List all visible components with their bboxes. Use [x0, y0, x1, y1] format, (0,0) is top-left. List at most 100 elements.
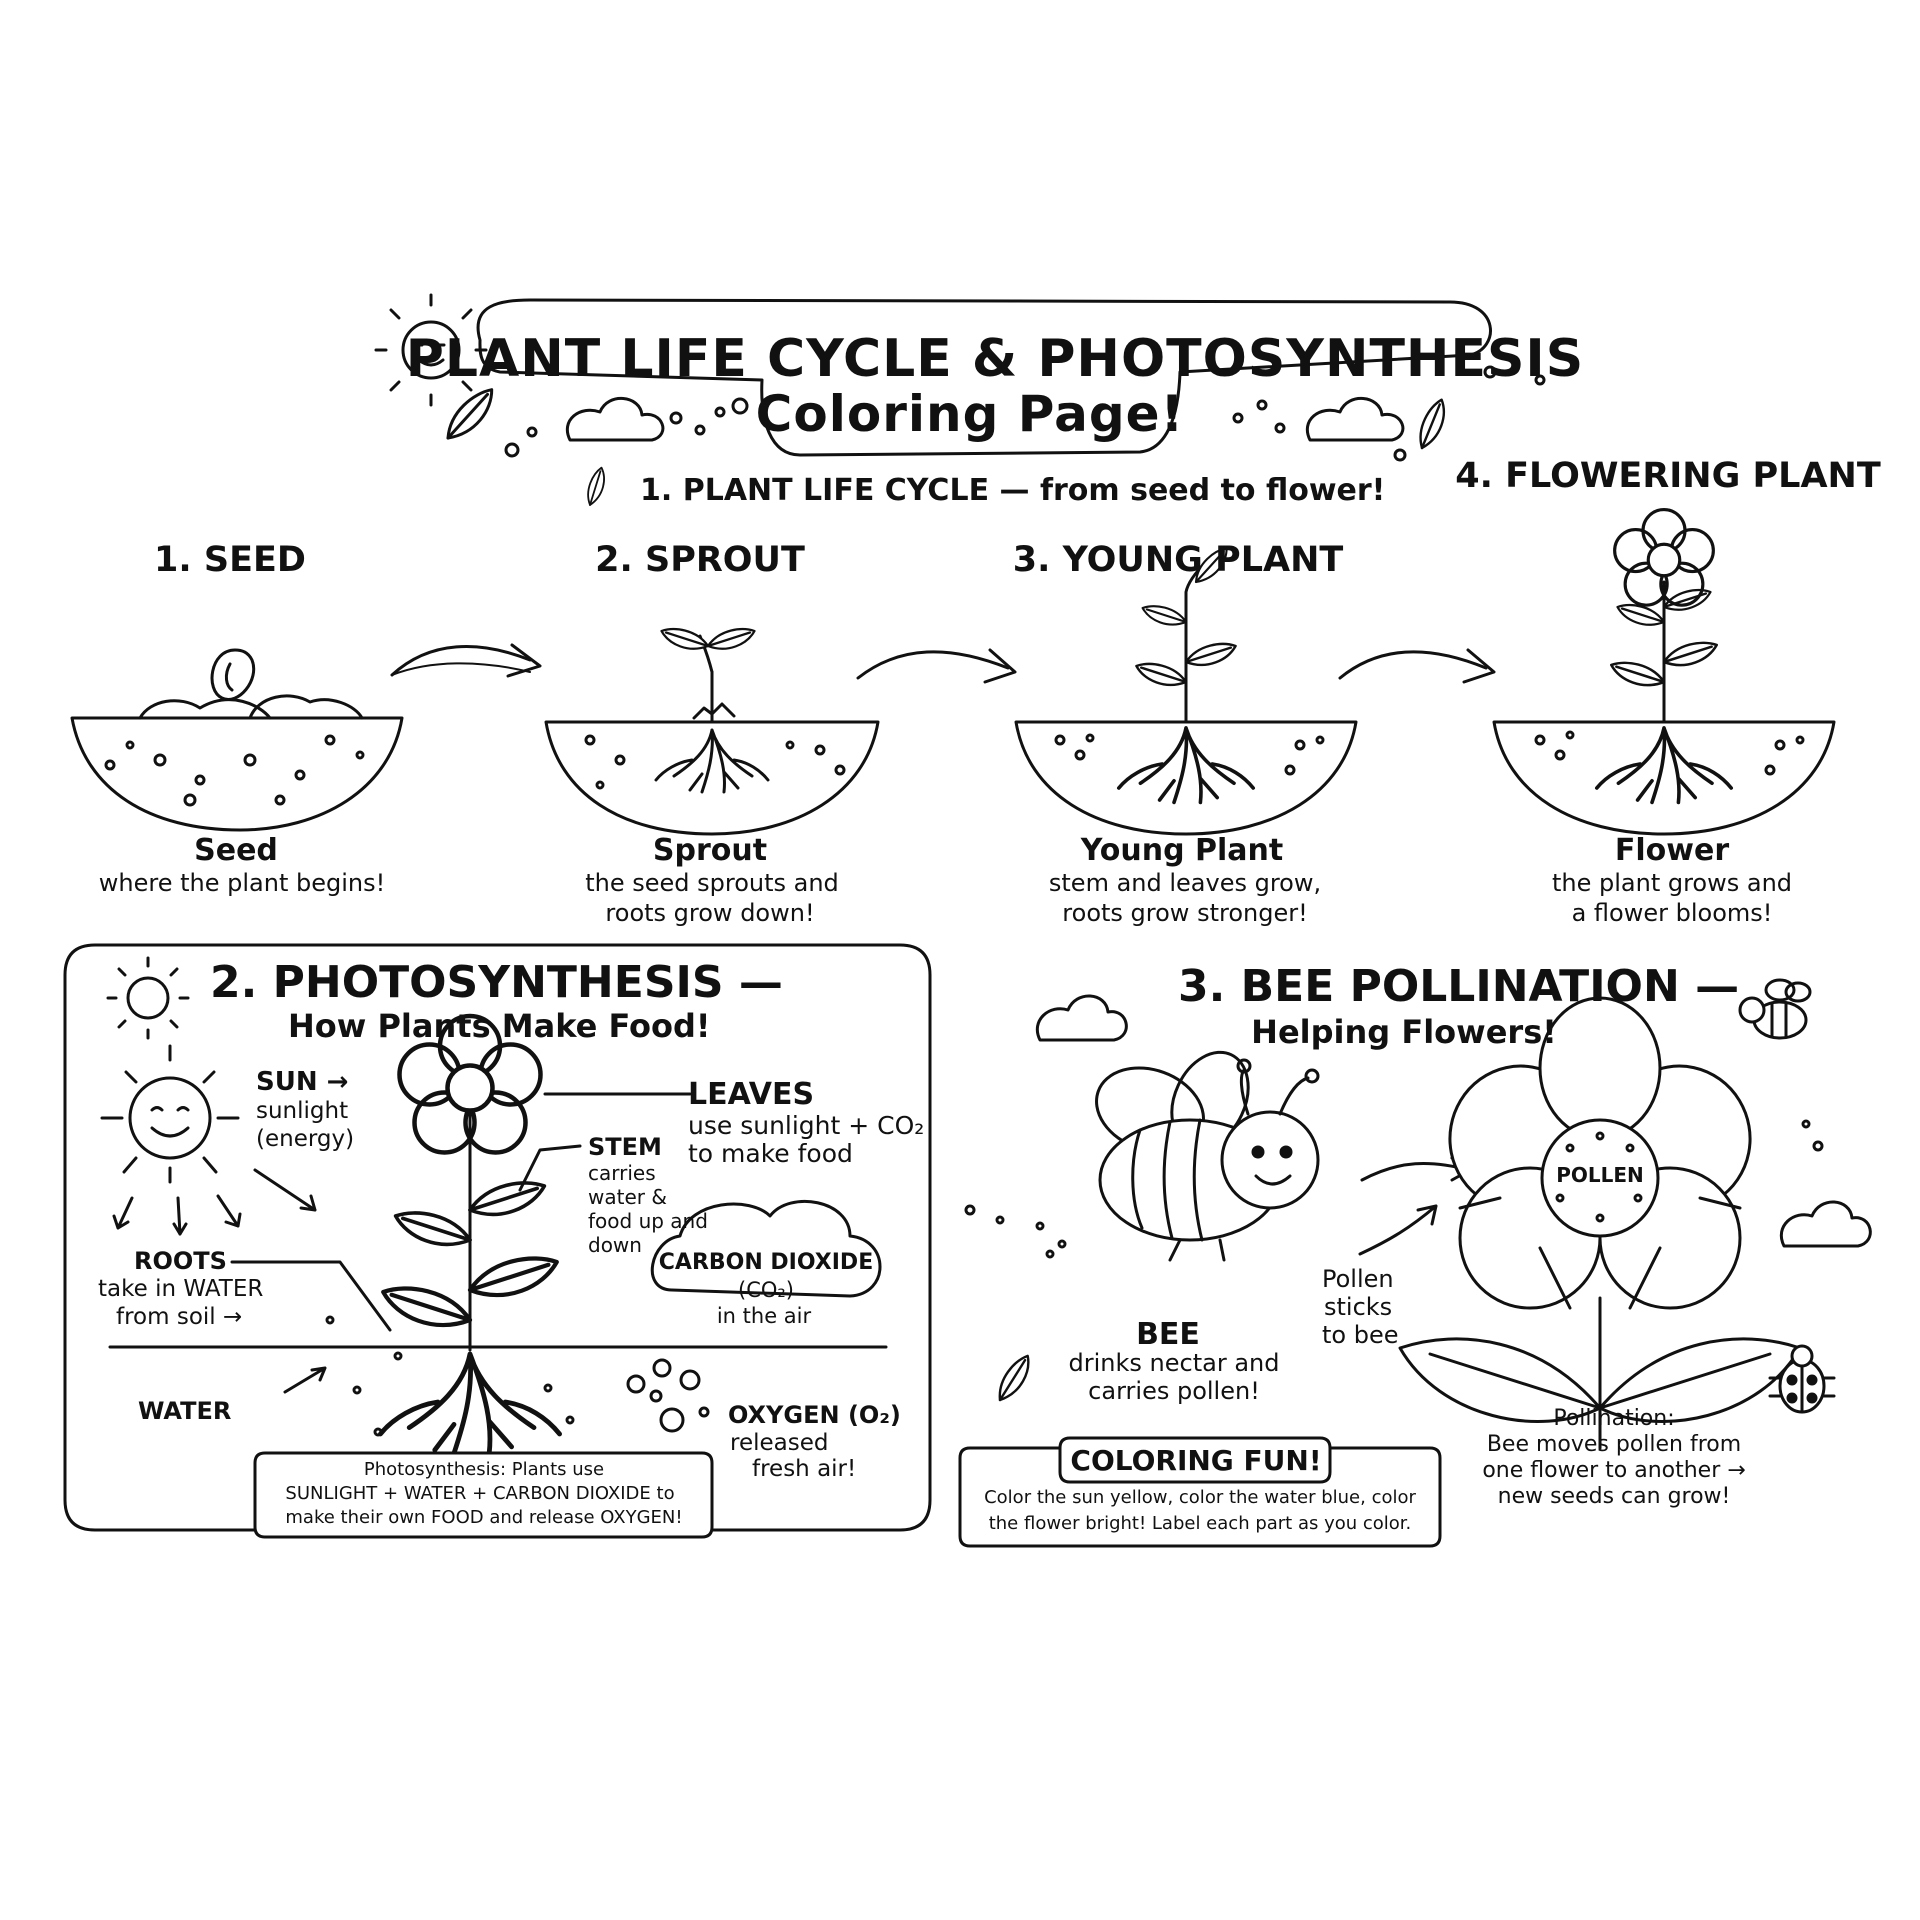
- section1-heading: 1. PLANT LIFE CYCLE — from seed to flowe…: [640, 473, 1386, 508]
- roots-line2: from soil →: [116, 1304, 243, 1330]
- section1-leaf-icon: [578, 465, 615, 508]
- leaves-line2: to make food: [688, 1139, 853, 1168]
- photosynthesis-panel-frame: [63, 943, 932, 1532]
- flowering-plant-stage-soil: [1492, 720, 1836, 836]
- photosynthesis-plant: [380, 1016, 559, 1453]
- seed-icon: [210, 648, 256, 701]
- stem-pointer: [518, 1144, 582, 1192]
- summary-line1: Photosynthesis: Plants use: [363, 1459, 605, 1480]
- stage-label-flowering-plant: 4. FLOWERING PLANT: [1455, 456, 1881, 496]
- header-cloud-icon-right: [1305, 396, 1405, 442]
- pollination-cloud-icon: [1035, 994, 1128, 1042]
- water-arrow-icon: [283, 1366, 327, 1394]
- small-bee-icon: [1738, 978, 1812, 1040]
- sprout-plant: [654, 627, 770, 794]
- page-subtitle: Coloring Page!: [755, 385, 1185, 443]
- young-plant: [1117, 545, 1255, 805]
- stage-label-young-plant: 3. YOUNG PLANT: [1012, 540, 1344, 580]
- arrow-icon-1-head: [506, 643, 542, 678]
- caption-title-flower: Flower: [1614, 833, 1730, 868]
- stem-line1: carries: [588, 1161, 656, 1185]
- pollination-caption-line2: one flower to another →: [1482, 1458, 1746, 1483]
- bee-label: BEE: [1136, 1317, 1200, 1352]
- caption-flower-line2: a flower blooms!: [1571, 899, 1773, 927]
- sun-line1: sunlight: [256, 1098, 349, 1124]
- header-leaf-icon-right: [1407, 397, 1458, 452]
- flower-icon: [1398, 996, 1802, 1450]
- co2-line3: in the air: [716, 1304, 812, 1328]
- water-label: WATER: [138, 1397, 232, 1425]
- oxygen-bubbles: [626, 1358, 710, 1433]
- pollination-heading: 3. BEE POLLINATION —: [1178, 961, 1740, 1012]
- oxygen-line1: released: [730, 1430, 829, 1456]
- photosynthesis-summary-box: [253, 1451, 714, 1539]
- pollination-leaf-icon: [987, 1353, 1042, 1404]
- pollen-label: POLLEN: [1556, 1163, 1644, 1187]
- arrow-icon-3-head: [1462, 648, 1496, 684]
- roots-label: ROOTS: [134, 1247, 227, 1275]
- arrow-icon-1: [390, 645, 532, 677]
- pollination-caption-title: Pollination:: [1553, 1406, 1675, 1431]
- caption-title-young-plant: Young Plant: [1080, 833, 1284, 868]
- pollination-caption-line1: Bee moves pollen from: [1486, 1432, 1742, 1457]
- photosynthesis-subheading: How Plants Make Food!: [288, 1007, 711, 1045]
- sun-line2: (energy): [256, 1126, 355, 1152]
- bee-icon: [1095, 1050, 1320, 1262]
- header-cloud-icon-left: [565, 396, 665, 442]
- oxygen-label: OXYGEN (O₂): [728, 1401, 901, 1429]
- co2-line2: (CO₂): [738, 1278, 794, 1302]
- photosynthesis-heading: 2. PHOTOSYNTHESIS —: [210, 957, 783, 1008]
- pollen-sticks-line1: Pollen: [1322, 1265, 1394, 1293]
- caption-sprout-line2: roots grow down!: [605, 899, 815, 927]
- panel-sun-icon-small: [106, 956, 190, 1040]
- pollen-sticks-line3: to bee: [1322, 1321, 1399, 1349]
- summary-line3: make their own FOOD and release OXYGEN!: [285, 1507, 683, 1528]
- bee-line1: drinks nectar and: [1068, 1349, 1280, 1377]
- roots-pointer: [230, 1260, 392, 1332]
- title-banner: [476, 298, 1492, 457]
- arrow-icon-3: [1338, 650, 1488, 680]
- stem-line4: down: [588, 1233, 642, 1257]
- page-title: PLANT LIFE CYCLE & PHOTOSYNTHESIS: [405, 329, 1585, 389]
- caption-seed-line1: where the plant begins!: [98, 869, 386, 897]
- pollen-sticks-line2: sticks: [1324, 1293, 1393, 1321]
- caption-title-seed: Seed: [194, 833, 278, 868]
- stage-label-seed: 1. SEED: [154, 540, 306, 580]
- pollination-subheading: Helping Flowers!: [1251, 1013, 1557, 1051]
- sun-icon: [100, 1044, 317, 1236]
- caption-sprout-line1: the seed sprouts and: [585, 869, 839, 897]
- stem-line2: water &: [588, 1185, 667, 1209]
- coloring-fun-box: [958, 1436, 1442, 1548]
- coloring-fun-title: COLORING FUN!: [1070, 1444, 1322, 1477]
- soil-dots: [325, 1315, 575, 1437]
- sprout-stage-soil: [544, 720, 880, 836]
- sun-label: SUN →: [256, 1067, 349, 1097]
- arrow-icon-2-head: [983, 648, 1017, 684]
- co2-line1: CARBON DIOXIDE: [658, 1250, 874, 1275]
- bee-line2: carries pollen!: [1088, 1377, 1260, 1405]
- caption-young-plant-line2: roots grow stronger!: [1062, 899, 1308, 927]
- roots-line1: take in WATER: [98, 1276, 264, 1302]
- arrow-icon-2: [856, 650, 1010, 680]
- caption-title-sprout: Sprout: [652, 833, 768, 868]
- pollination-caption-line3: new seeds can grow!: [1497, 1484, 1731, 1509]
- co2-cloud-icon: [650, 1200, 882, 1298]
- oxygen-line2: fresh air!: [752, 1456, 857, 1482]
- seed-stage-soil: [70, 694, 404, 832]
- ladybug-icon: [1768, 1344, 1836, 1414]
- stem-label: STEM: [588, 1133, 662, 1161]
- caption-young-plant-line1: stem and leaves grow,: [1048, 869, 1322, 897]
- leaves-label: LEAVES: [688, 1077, 815, 1112]
- coloring-fun-line2: the flower bright! Label each part as yo…: [988, 1513, 1412, 1534]
- header-leaf-icon-left: [435, 386, 506, 443]
- pollination-cloud-icon-right: [1779, 1200, 1872, 1248]
- header-dots: [504, 365, 1546, 462]
- pollen-sticks-arrow-icon: [1358, 1204, 1438, 1256]
- caption-flower-line1: the plant grows and: [1551, 869, 1793, 897]
- flowering-plant: [1595, 508, 1733, 805]
- coloring-fun-line1: Color the sun yellow, color the water bl…: [984, 1487, 1416, 1508]
- summary-line2: SUNLIGHT + WATER + CARBON DIOXIDE to: [285, 1483, 675, 1504]
- pollination-dots: [964, 1119, 1824, 1259]
- young-plant-stage-soil: [1014, 720, 1358, 836]
